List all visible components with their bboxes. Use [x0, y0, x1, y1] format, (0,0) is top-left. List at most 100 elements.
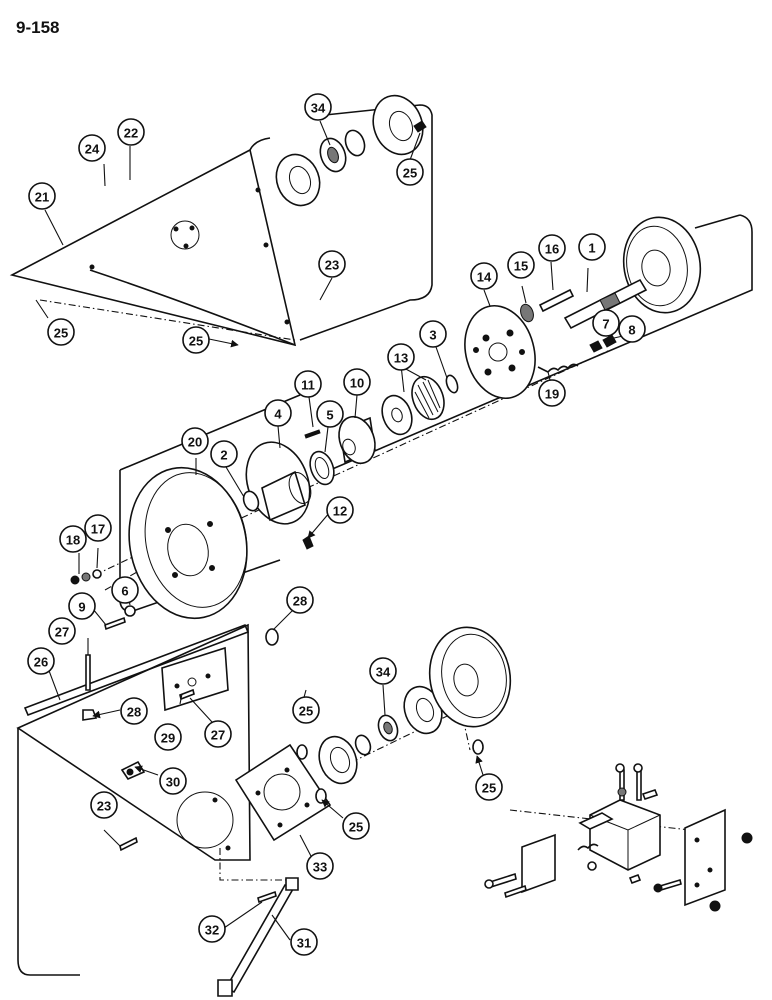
callout-label: 9 — [78, 600, 85, 615]
left-hardware — [70, 569, 136, 631]
callout-label: 33 — [313, 860, 327, 875]
callout-label: 28 — [293, 594, 307, 609]
callout-label: 8 — [628, 323, 635, 338]
callout-25-b: 25 — [47, 318, 75, 346]
callout-1: 1 — [578, 233, 606, 261]
callout-31: 31 — [290, 928, 318, 956]
callout-17: 17 — [84, 514, 112, 542]
callout-label: 17 — [91, 522, 105, 537]
callout-label: 15 — [514, 259, 528, 274]
callout-label: 5 — [326, 408, 333, 423]
callout-label: 27 — [211, 728, 225, 743]
upper-shield-panel — [9, 137, 297, 347]
callout-27-bottom: 27 — [204, 720, 232, 748]
callout-label: 24 — [85, 142, 100, 157]
callout-label: 6 — [121, 584, 128, 599]
callout-20: 20 — [181, 427, 209, 455]
callout-label: 23 — [97, 799, 111, 814]
upper-bearing-group — [275, 94, 427, 207]
callout-34-bottom: 34 — [369, 657, 397, 685]
callout-label: 25 — [54, 326, 68, 341]
lower-bearing-group — [296, 626, 512, 804]
callout-label: 32 — [205, 923, 219, 938]
callout-label: 31 — [297, 936, 311, 951]
callout-label: 27 — [55, 625, 69, 640]
callout-25-d: 25 — [292, 696, 320, 724]
callout-4: 4 — [264, 399, 292, 427]
callout-12: 12 — [326, 496, 354, 524]
callout-label: 29 — [161, 731, 175, 746]
callout-label: 22 — [124, 126, 138, 141]
callout-33: 33 — [306, 852, 334, 880]
bearing-bracket — [234, 743, 332, 842]
callout-14: 14 — [470, 262, 498, 290]
callout-5: 5 — [316, 400, 344, 428]
flange-plate — [464, 304, 536, 400]
callout-label: 18 — [66, 533, 80, 548]
shaft — [563, 278, 648, 330]
callout-34-top: 34 — [304, 93, 332, 121]
callout-label: 25 — [403, 166, 417, 181]
callout-label: 25 — [189, 334, 203, 349]
callout-label: 28 — [127, 705, 141, 720]
callout-11: 11 — [294, 370, 322, 398]
callout-28-top: 28 — [286, 586, 314, 614]
callout-label: 13 — [394, 351, 408, 366]
callout-label: 3 — [429, 328, 436, 343]
callout-3: 3 — [419, 320, 447, 348]
callout-label: 16 — [545, 242, 559, 257]
callout-label: 10 — [350, 376, 364, 391]
callout-label: 25 — [482, 781, 496, 796]
callout-label: 25 — [349, 820, 363, 835]
support-arm — [217, 877, 299, 997]
bolt-bushing-group — [520, 288, 617, 373]
callout-label: 26 — [34, 655, 48, 670]
callout-15: 15 — [507, 251, 535, 279]
callout-21: 21 — [28, 182, 56, 210]
right-pulley — [622, 216, 702, 314]
callout-label: 30 — [166, 775, 180, 790]
callout-label: 7 — [602, 317, 609, 332]
callout-10: 10 — [343, 368, 371, 396]
callout-label: 1 — [588, 241, 595, 256]
lower-shield-panel — [16, 623, 251, 976]
callout-label: 14 — [477, 270, 492, 285]
callout-7: 7 — [592, 309, 620, 337]
callout-label: 34 — [376, 665, 391, 680]
callout-27-top: 27 — [48, 617, 76, 645]
callout-9: 9 — [68, 592, 96, 620]
callout-19: 19 — [538, 379, 566, 407]
callout-23-top: 23 — [318, 250, 346, 278]
callout-18: 18 — [59, 525, 87, 553]
callout-label: 23 — [325, 258, 339, 273]
callout-32: 32 — [198, 915, 226, 943]
callout-label: 12 — [333, 504, 347, 519]
callout-label: 20 — [188, 435, 202, 450]
callout-25-a: 25 — [396, 158, 424, 186]
callout-label: 11 — [301, 378, 315, 393]
callout-16: 16 — [538, 234, 566, 262]
callout-label: 21 — [35, 190, 49, 205]
callout-label: 19 — [545, 387, 559, 402]
callout-6: 6 — [111, 576, 139, 604]
callout-28-bottom: 28 — [120, 697, 148, 725]
callout-24: 24 — [78, 134, 106, 162]
upper-shield-back-outline — [299, 104, 433, 341]
page-number: 9-158 — [16, 18, 60, 37]
callout-25-c: 25 — [182, 326, 210, 354]
bracket-assembly — [484, 763, 753, 912]
callout-29: 29 — [154, 723, 182, 751]
callout-8: 8 — [618, 315, 646, 343]
callout-22: 22 — [117, 118, 145, 146]
callout-30: 30 — [159, 767, 187, 795]
callout-2: 2 — [210, 440, 238, 468]
callout-25-f: 25 — [475, 773, 503, 801]
callout-label: 4 — [274, 407, 282, 422]
callout-13: 13 — [387, 343, 415, 371]
clutch-parts — [242, 374, 459, 550]
callout-label: 2 — [220, 448, 227, 463]
callout-label: 25 — [299, 704, 313, 719]
callout-label: 34 — [311, 101, 326, 116]
left-pulley — [128, 466, 248, 620]
